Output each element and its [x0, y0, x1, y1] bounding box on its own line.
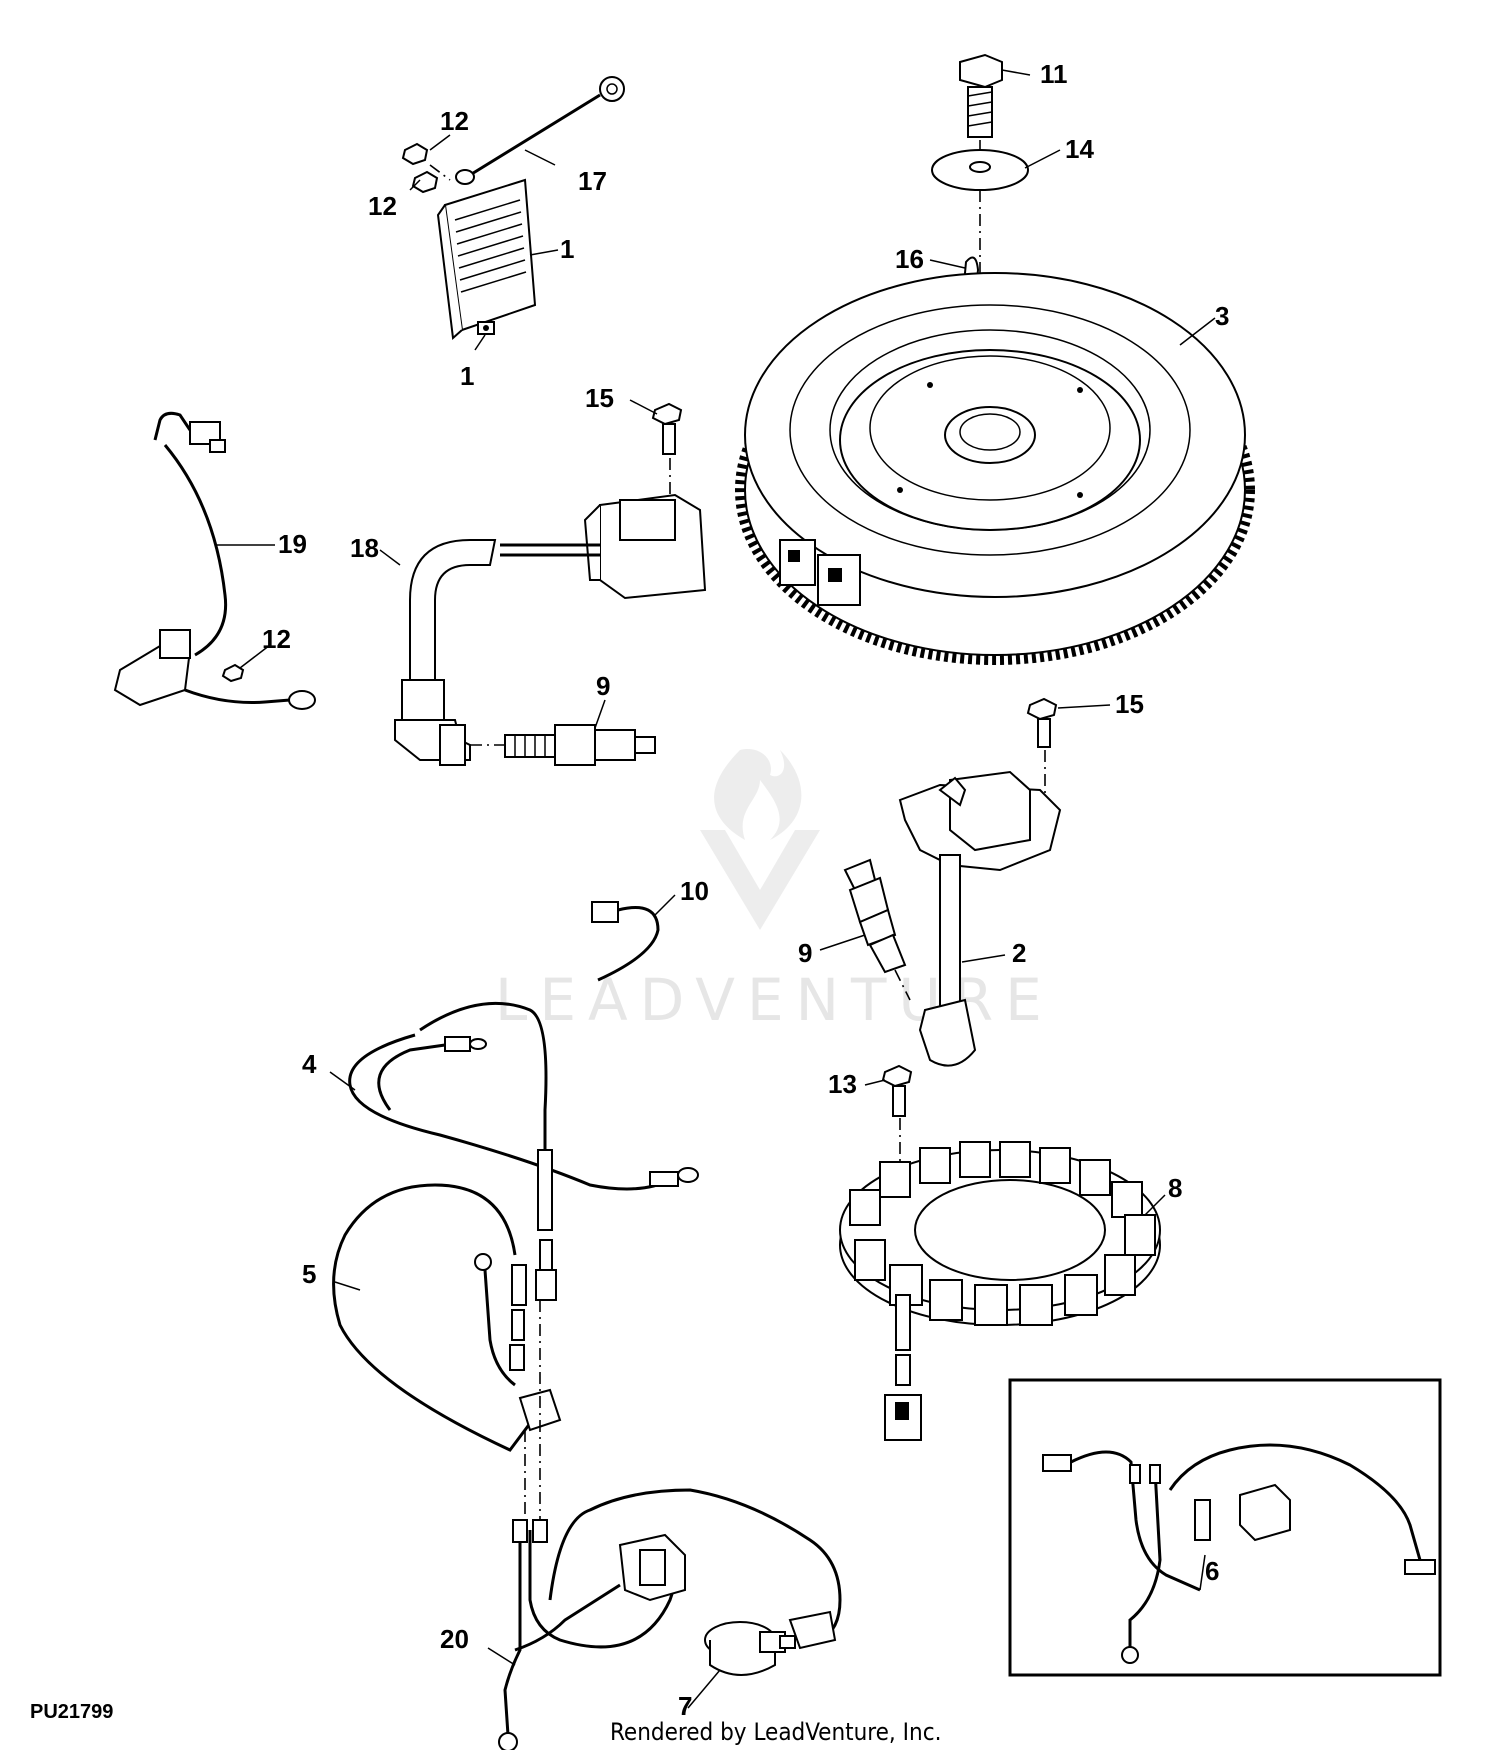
spark-plug-boot-part [394, 679, 471, 766]
leader-lines [215, 69, 1216, 1709]
washer-part [931, 149, 1029, 191]
callout-19: 19 [278, 529, 307, 559]
callout-17: 17 [578, 166, 607, 196]
harness-detail-part [1042, 1443, 1436, 1664]
stator-part [839, 1141, 1161, 1441]
ground-wire-part [113, 411, 316, 710]
ignition-module-part [409, 493, 707, 681]
callout-7: 7 [678, 1691, 692, 1721]
wire-clip-part [591, 901, 660, 982]
callout-15-upper: 15 [585, 383, 614, 413]
oil-pressure-sensor-part [704, 1621, 796, 1676]
ground-strap-part [455, 76, 625, 185]
callout-1-lower: 1 [460, 361, 474, 391]
callout-5: 5 [302, 1259, 316, 1289]
callout-11: 11 [1040, 59, 1068, 89]
callout-2: 2 [1012, 938, 1026, 968]
watermark-logo-icon [700, 749, 820, 930]
regulator-rectifier-part [436, 178, 537, 341]
callout-6: 6 [1205, 1556, 1219, 1586]
callout-9-upper: 9 [596, 671, 610, 701]
callout-10: 10 [680, 876, 709, 906]
callout-12-top: 12 [440, 106, 469, 136]
flywheel-part [735, 272, 1255, 665]
callout-1-upper: 1 [560, 234, 574, 264]
spark-plug-part [470, 724, 656, 766]
figure-id-label: PU21799 [30, 1701, 113, 1723]
callout-8: 8 [1168, 1173, 1182, 1203]
flywheel-bolt-part [959, 53, 1003, 138]
screw-part [1026, 697, 1058, 800]
callout-13: 13 [828, 1069, 857, 1099]
callout-20: 20 [440, 1624, 469, 1654]
spark-plug-part [843, 858, 911, 1001]
wiring-harness-part [332, 1183, 562, 1520]
main-harness-part [498, 1488, 842, 1750]
callout-9-lower: 9 [798, 938, 812, 968]
callout-12-middle: 12 [368, 191, 397, 221]
ignition-coil-part [898, 770, 1062, 1067]
callout-18: 18 [350, 533, 379, 563]
callout-15-lower: 15 [1115, 689, 1144, 719]
callout-16: 16 [895, 244, 924, 274]
callout-3: 3 [1215, 301, 1229, 331]
callout-14: 14 [1065, 134, 1094, 164]
callout-4: 4 [302, 1049, 317, 1079]
wiring-harness-part [348, 1001, 699, 1301]
callout-12-lower: 12 [262, 624, 291, 654]
detail-inset-frame [1008, 1378, 1442, 1677]
rendered-by-label: Rendered by LeadVenture, Inc. [610, 1718, 941, 1746]
screw-part [401, 142, 451, 194]
